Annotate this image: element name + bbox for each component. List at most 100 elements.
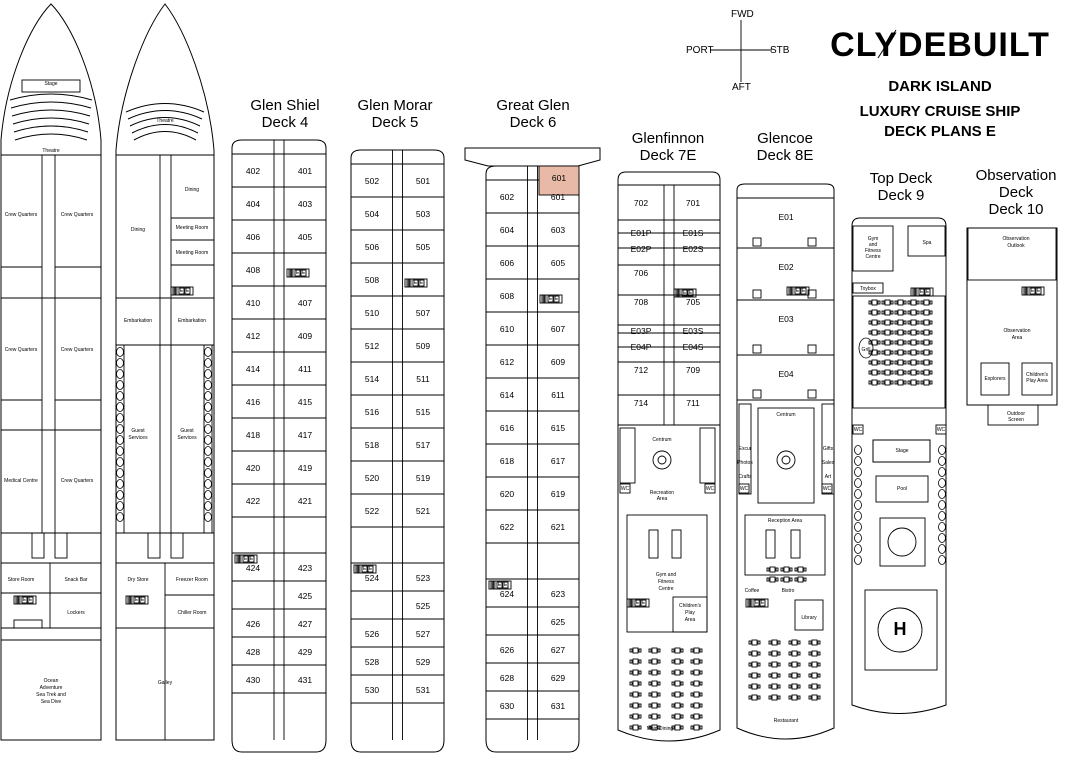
chair bbox=[868, 370, 872, 375]
chair bbox=[789, 567, 793, 572]
chair bbox=[757, 651, 761, 656]
service-room-label: Guest bbox=[131, 428, 145, 434]
sofa-bank bbox=[203, 344, 213, 534]
lift-label: E bbox=[1030, 288, 1035, 294]
dining-table bbox=[811, 694, 818, 701]
chair bbox=[648, 681, 652, 686]
dining-table bbox=[923, 359, 930, 366]
dining-table bbox=[897, 339, 904, 346]
cabin: 529 bbox=[415, 657, 431, 667]
suite: E02 bbox=[778, 262, 794, 272]
cabin: 708 bbox=[633, 297, 649, 307]
lift-car bbox=[294, 269, 301, 277]
cabin: 415 bbox=[297, 397, 313, 407]
seat bbox=[204, 380, 212, 390]
deck9-hull bbox=[851, 217, 947, 714]
service-deck-hull bbox=[115, 3, 215, 741]
cabin: 701 bbox=[685, 198, 701, 208]
chair bbox=[699, 681, 703, 686]
lift-car bbox=[21, 596, 28, 604]
chair bbox=[877, 350, 881, 355]
dining-table bbox=[923, 369, 930, 376]
crew-room-right: Crew Quarters bbox=[60, 212, 94, 218]
deck7-lift bbox=[673, 288, 697, 298]
dining-table bbox=[751, 683, 758, 690]
toybox bbox=[852, 282, 884, 294]
chair bbox=[907, 360, 911, 365]
chair bbox=[648, 670, 652, 675]
chair bbox=[920, 330, 924, 335]
cabin: 615 bbox=[550, 423, 566, 433]
sofa-bank bbox=[115, 344, 125, 534]
seat bbox=[854, 445, 862, 455]
chair bbox=[768, 662, 772, 667]
explorers-room bbox=[980, 362, 1010, 396]
deck7-main-dining: Main Dining bbox=[646, 726, 674, 732]
chair bbox=[881, 310, 885, 315]
cabin: 616 bbox=[499, 423, 515, 433]
chair bbox=[671, 725, 675, 730]
cabin: 614 bbox=[499, 390, 515, 400]
dining-table bbox=[871, 329, 878, 336]
seat bbox=[116, 479, 124, 489]
chair bbox=[788, 640, 792, 645]
lift-car bbox=[640, 599, 647, 607]
crew-bottom-label: Sea Trek and bbox=[36, 692, 66, 698]
dining-table bbox=[884, 369, 891, 376]
cabin: 609 bbox=[550, 357, 566, 367]
chair bbox=[777, 640, 781, 645]
cabin: 528 bbox=[364, 657, 380, 667]
lift-label: E bbox=[919, 289, 924, 295]
deck10-outlook: Observation bbox=[1002, 236, 1030, 242]
cabin: 510 bbox=[364, 308, 380, 318]
cabin-601: 601 bbox=[551, 173, 567, 183]
wc-label: WC bbox=[853, 427, 863, 433]
cabin: 709 bbox=[685, 365, 701, 375]
chair bbox=[788, 651, 792, 656]
crew-stage-label: Stage bbox=[44, 81, 58, 87]
chair bbox=[868, 350, 872, 355]
chair bbox=[929, 330, 933, 335]
seat bbox=[116, 358, 124, 368]
cabin: 407 bbox=[297, 298, 313, 308]
chair bbox=[920, 360, 924, 365]
ship-name: DARK ISLAND bbox=[888, 78, 992, 95]
deck10-explorers: Explorers bbox=[984, 376, 1006, 382]
dining-table bbox=[910, 319, 917, 326]
service-room-label: Dining bbox=[130, 227, 146, 233]
chair bbox=[817, 684, 821, 689]
dining-table bbox=[693, 669, 700, 676]
cabin-deck-lift-aft bbox=[234, 554, 258, 564]
chair bbox=[775, 577, 779, 582]
deck10-lift bbox=[1021, 286, 1045, 296]
chair bbox=[916, 310, 920, 315]
dining-table bbox=[871, 309, 878, 316]
lift-car bbox=[184, 287, 191, 295]
chair bbox=[657, 670, 661, 675]
collection bbox=[821, 403, 835, 495]
cabin-deck-hull bbox=[485, 165, 580, 753]
lift-label: E bbox=[554, 296, 559, 302]
chair bbox=[699, 648, 703, 653]
crew-stage bbox=[21, 79, 81, 93]
jacuzzi bbox=[887, 527, 917, 557]
deck8-restaurant: Restaurant bbox=[773, 718, 799, 724]
dining-table bbox=[674, 669, 681, 676]
cabin: 629 bbox=[550, 673, 566, 683]
cabin: 606 bbox=[499, 258, 515, 268]
grill-station bbox=[858, 337, 874, 359]
cabin: 602 bbox=[499, 192, 515, 202]
cabin: 520 bbox=[364, 473, 380, 483]
chair bbox=[929, 300, 933, 305]
seat bbox=[854, 555, 862, 565]
seat bbox=[854, 544, 862, 554]
crew-room-right: Crew Quarters bbox=[60, 347, 94, 353]
cabin: 505 bbox=[415, 242, 431, 252]
cabin: 531 bbox=[415, 685, 431, 695]
deck8-centrum: Centrum bbox=[776, 412, 796, 418]
chair bbox=[903, 380, 907, 385]
